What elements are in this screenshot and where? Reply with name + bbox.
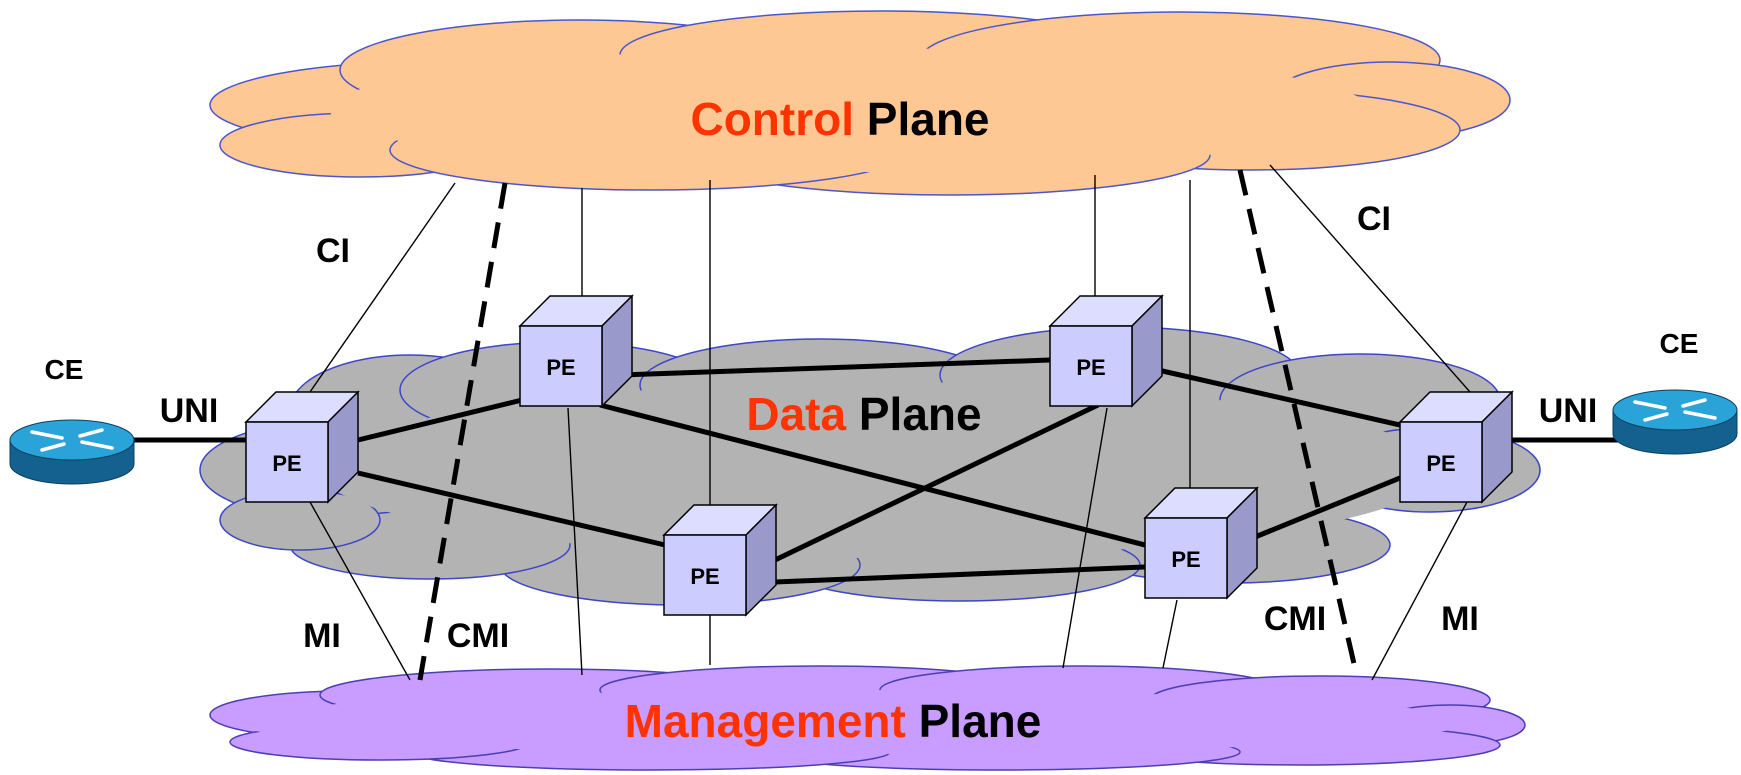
ci-label-right: CI (1357, 200, 1391, 238)
pe-label: PE (272, 451, 301, 476)
control-plane-accent: Control (690, 93, 854, 145)
management-plane-cloud (209, 665, 1526, 771)
pe-label: PE (690, 564, 719, 589)
pe-router-bottom-center: PE (662, 503, 778, 617)
management-plane-title: Management Plane (625, 695, 1042, 747)
ce-label-left: CE (45, 354, 84, 385)
data-plane-links (130, 357, 1625, 585)
mi-label-right: MI (1441, 600, 1479, 638)
uni-label-left: UNI (160, 392, 219, 430)
mi-label-left: MI (303, 617, 341, 655)
management-plane-accent: Management (625, 695, 906, 747)
pe-label: PE (1076, 355, 1105, 380)
pe-router-bottom-right: PE (1143, 486, 1259, 600)
data-plane-title: Data Plane (746, 388, 981, 440)
control-plane-rest: Plane (867, 93, 990, 145)
pe-label: PE (546, 355, 575, 380)
pe-router-top-right: PE (1048, 294, 1164, 408)
pe-label: PE (1171, 547, 1200, 572)
control-plane-cloud (209, 10, 1511, 196)
control-management-links (309, 164, 1471, 681)
management-plane-rest: Plane (919, 695, 1042, 747)
ce-label-right: CE (1660, 328, 1699, 359)
data-plane-rest: Plane (859, 388, 982, 440)
cmi-label-left: CMI (447, 617, 509, 655)
ci-label-left: CI (316, 232, 350, 270)
control-plane-title: Control Plane (690, 93, 989, 145)
pe-router-left: PE (244, 390, 360, 504)
ce-router-left-icon (9, 419, 135, 485)
cmi-label-right: CMI (1264, 600, 1326, 638)
data-plane-accent: Data (746, 388, 846, 440)
pe-router-top-left: PE (518, 294, 634, 408)
ce-router-right-icon (1612, 389, 1738, 455)
cmi-dashed-links (417, 169, 1358, 681)
pe-label: PE (1426, 451, 1455, 476)
pe-router-right: PE (1398, 390, 1514, 504)
uni-label-right: UNI (1539, 392, 1598, 430)
